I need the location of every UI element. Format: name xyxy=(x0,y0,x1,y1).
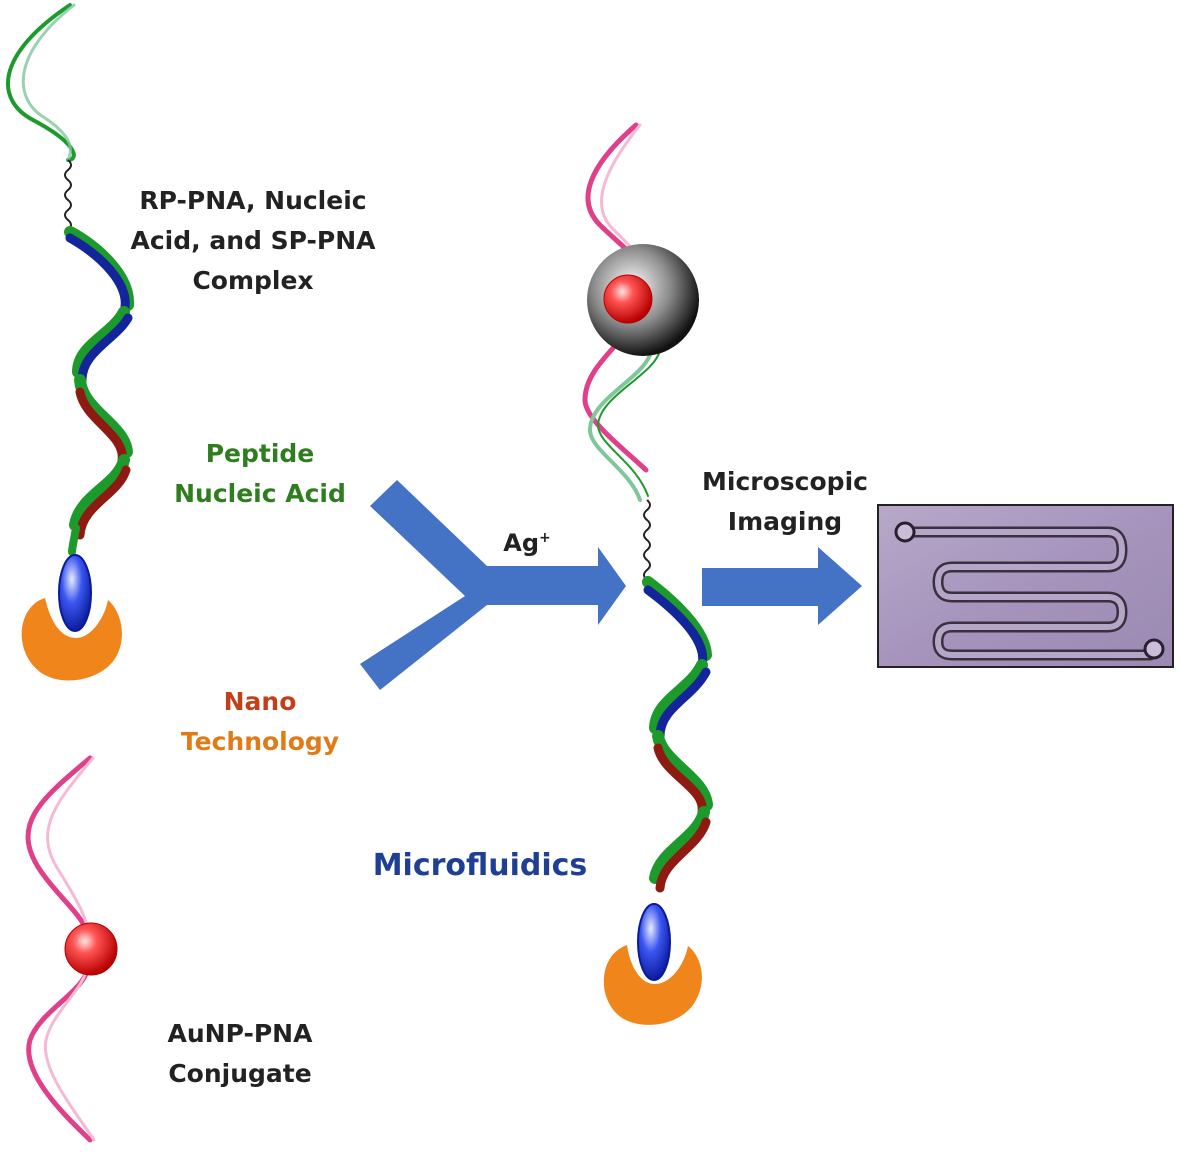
antigen-ellipse xyxy=(58,554,92,632)
imaging-label: Microscopic Imaging xyxy=(670,462,900,542)
complex-label-line-1: RP-PNA, Nucleic xyxy=(139,186,367,215)
conjugate-label: AuNP-PNA Conjugate xyxy=(140,1014,340,1094)
antibody-shape xyxy=(21,598,122,681)
pna-label: Peptide Nucleic Acid xyxy=(150,434,370,514)
conjugate-label-line-2: Conjugate xyxy=(168,1059,312,1088)
antibody-shape-middle xyxy=(603,945,702,1025)
ag-text: Ag xyxy=(503,529,540,557)
imaging-label-line-1: Microscopic xyxy=(702,467,868,496)
linker-squiggle xyxy=(64,159,72,231)
microfluidic-chip xyxy=(877,504,1174,668)
complex-label: RP-PNA, Nucleic Acid, and SP-PNA Complex xyxy=(118,181,388,301)
imaging-label-line-2: Imaging xyxy=(727,507,843,536)
nano-label-line-1: Nano xyxy=(223,687,297,716)
pna-label-line-2: Nucleic Acid xyxy=(174,479,346,508)
linker-squiggle-middle xyxy=(643,499,651,581)
pna-label-line-1: Peptide xyxy=(205,439,315,468)
double-helix xyxy=(64,226,135,556)
complex-left xyxy=(5,3,135,681)
convergence-arrow xyxy=(360,480,626,690)
nano-label: Nano Technology xyxy=(160,682,360,762)
ag-superscript: + xyxy=(539,530,551,546)
ag-label: Ag+ xyxy=(492,518,562,563)
conjugate-left xyxy=(25,755,118,1143)
complex-label-line-2: Acid, and SP-PNA xyxy=(130,226,376,255)
complex-label-line-3: Complex xyxy=(192,266,314,295)
inlet-port xyxy=(894,521,916,543)
double-helix-middle xyxy=(642,576,713,893)
gold-nanoparticle xyxy=(64,922,118,976)
nano-label-line-2: Technology xyxy=(180,727,340,756)
outlet-port xyxy=(1143,638,1165,660)
conjugate-label-line-1: AuNP-PNA xyxy=(167,1019,313,1048)
antigen-ellipse-middle xyxy=(637,903,671,981)
imaging-arrow xyxy=(702,547,862,625)
microfluidics-label: Microfluidics xyxy=(372,848,588,883)
complex-middle xyxy=(582,122,713,1025)
green-pna-ribbon xyxy=(5,3,76,162)
gold-core xyxy=(603,274,653,324)
